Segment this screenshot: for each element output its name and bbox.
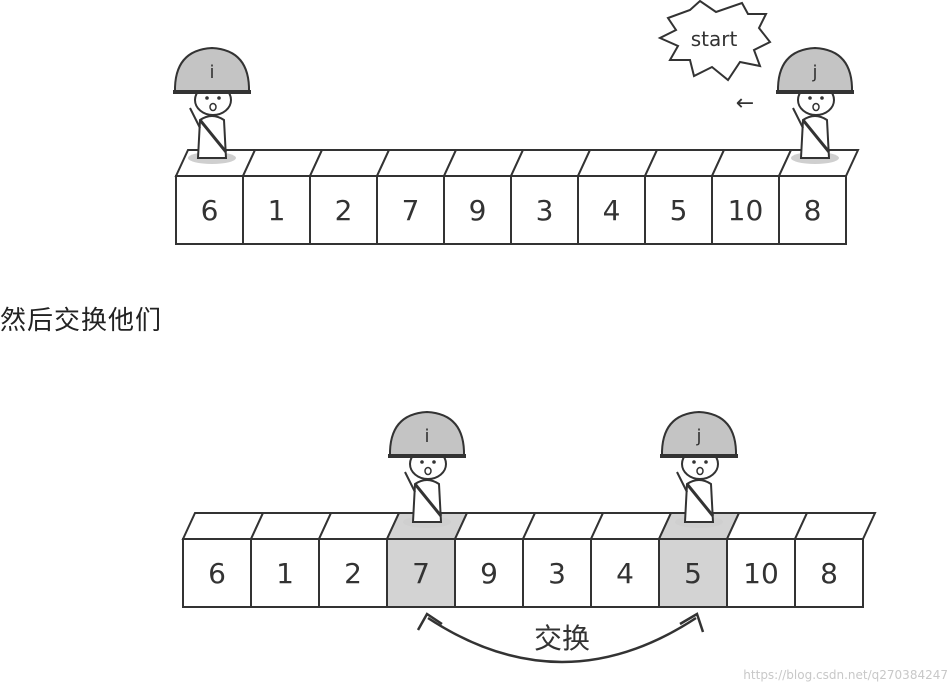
top-cell-value: 5	[670, 194, 688, 227]
top-cell-value: 6	[201, 194, 219, 227]
bottom-cell-top	[455, 513, 535, 539]
top-cell-value: 8	[804, 194, 822, 227]
top-cell-value: 4	[603, 194, 621, 227]
bottom-cell-value: 4	[616, 557, 634, 590]
bottom-cell-value: 3	[548, 557, 566, 590]
left-arrow-icon: ←	[736, 91, 754, 116]
bottom-cell-top	[251, 513, 331, 539]
swap-arrow: 交换	[418, 614, 703, 662]
figure-arm	[405, 472, 415, 492]
top-cell-top	[511, 150, 590, 176]
top-cell-top	[377, 150, 456, 176]
figure-arm	[190, 108, 200, 128]
top-cell-value: 9	[469, 194, 487, 227]
top-cell-top	[310, 150, 389, 176]
top-cell: 8	[779, 150, 858, 244]
bottom-cell-value: 7	[412, 557, 430, 590]
figure-label: i	[424, 426, 429, 447]
figure-mouth	[425, 468, 431, 475]
figure-label: j	[695, 426, 701, 447]
bottom-cell-top	[183, 513, 263, 539]
bottom-cell-value: 8	[820, 557, 838, 590]
bottom-cell-value: 6	[208, 557, 226, 590]
bottom-cell-top	[319, 513, 399, 539]
watermark: https://blog.csdn.net/q270384247	[743, 668, 948, 682]
top-cell-top	[243, 150, 322, 176]
bottom-cell-top	[727, 513, 807, 539]
figure-mouth	[210, 104, 216, 111]
figure-eye	[205, 96, 209, 100]
figure-arm	[677, 472, 687, 492]
top-cell-top	[712, 150, 791, 176]
top-cell-top	[444, 150, 523, 176]
figure-eye	[808, 96, 812, 100]
bottom-cell-value: 2	[344, 557, 362, 590]
top-cell-row: 6 1 2 7 9 3 4 5 10 8	[176, 150, 858, 244]
top-cell-value: 7	[402, 194, 420, 227]
figure-i: i	[388, 412, 466, 528]
figure-eye	[704, 460, 708, 464]
top-cell-value: 10	[728, 194, 764, 227]
top-cell-top	[645, 150, 724, 176]
figure-mouth	[813, 104, 819, 111]
bottom-cell-value: 1	[276, 557, 294, 590]
bottom-cell-value: 9	[480, 557, 498, 590]
figure-i: i	[173, 48, 251, 164]
bottom-cell-top	[795, 513, 875, 539]
start-speech-bubble: start	[660, 1, 770, 80]
top-cell-top	[578, 150, 657, 176]
top-cell-value: 3	[536, 194, 554, 227]
bottom-cell: 8	[795, 513, 875, 607]
top-cell-value: 2	[335, 194, 353, 227]
start-label: start	[691, 27, 738, 51]
caption-text: 然后交换他们	[0, 300, 162, 337]
figure-eye	[432, 460, 436, 464]
bottom-cell-value: 5	[684, 557, 702, 590]
figure-eye	[692, 460, 696, 464]
figure-mouth	[697, 468, 703, 475]
bottom-cell-row: 6 1 2 7 9 3 4 5 10 8	[183, 513, 875, 607]
figure-eye	[217, 96, 221, 100]
figure-eye	[820, 96, 824, 100]
swap-label: 交换	[534, 622, 590, 655]
bottom-cell-top	[523, 513, 603, 539]
figure-j: j	[776, 48, 854, 164]
figure-eye	[420, 460, 424, 464]
top-cell-value: 1	[268, 194, 286, 227]
figure-label: j	[811, 62, 817, 83]
figure-label: i	[209, 62, 214, 83]
figure-j: j	[660, 412, 738, 528]
bottom-cell-value: 10	[743, 557, 779, 590]
bottom-cell-top	[591, 513, 671, 539]
figure-arm	[793, 108, 803, 128]
